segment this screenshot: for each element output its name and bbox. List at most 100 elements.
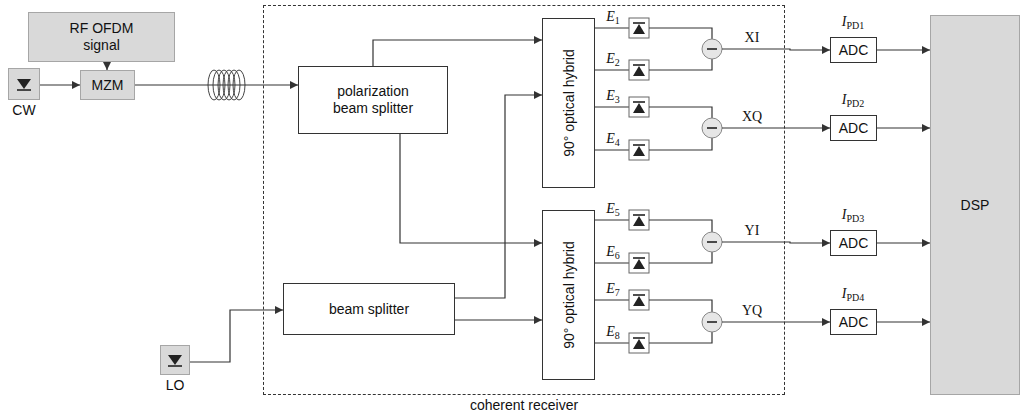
signal-arrow — [400, 134, 542, 243]
laser-icon — [161, 346, 189, 374]
subtractor — [702, 312, 830, 332]
diode-bar — [633, 22, 645, 24]
signal-arrow — [373, 40, 542, 66]
wire — [649, 300, 712, 312]
signal-arrow — [40, 84, 80, 85]
modulator-box: MZM — [80, 70, 135, 100]
diode-triangle — [633, 339, 645, 349]
diode-triangle — [633, 24, 645, 34]
symbol-letter: I — [842, 286, 847, 301]
subtractor-circle — [702, 39, 722, 59]
symbol-subscript: PD4 — [846, 292, 864, 303]
subtractor-circle — [702, 118, 722, 138]
node-label: DSP — [961, 197, 990, 214]
wire — [595, 299, 632, 300]
wire — [595, 149, 632, 150]
node-label: 90° optical hybrid — [560, 241, 577, 349]
adc-box: ADC — [830, 309, 877, 335]
wire — [649, 220, 712, 232]
diode-triangle — [633, 66, 645, 76]
signal-arrow — [190, 310, 283, 362]
minus-sign — [707, 321, 717, 323]
signal-name: E2 — [606, 51, 620, 68]
channel-name: YI — [745, 223, 760, 239]
diode-triangle — [633, 216, 645, 226]
signal-wire — [722, 49, 830, 50]
diode-bar — [168, 365, 182, 367]
node-label: ADC — [839, 42, 869, 59]
symbol-letter: I — [842, 207, 847, 222]
wire — [595, 262, 632, 263]
adc-box: ADC — [830, 230, 877, 256]
node-caption: CW — [12, 102, 35, 119]
wire — [649, 28, 712, 39]
photodiode-frame — [629, 18, 649, 38]
receiver-frame: polarization beam splitter 90° optical hy… — [263, 5, 785, 395]
diode-bar — [633, 101, 645, 103]
signal-name: E1 — [606, 9, 620, 26]
signal-arrow — [877, 127, 930, 128]
photodiode — [595, 252, 712, 273]
photodiode — [595, 138, 712, 160]
node-label: ADC — [839, 314, 869, 331]
symbol-subscript: PD2 — [846, 98, 864, 109]
symbol-subscript: PD1 — [846, 20, 864, 31]
signal-name: E8 — [606, 324, 620, 341]
symbol-subscript: PD3 — [846, 213, 864, 224]
signal-name: IPD2 — [842, 92, 864, 109]
symbol-subscript: 5 — [615, 207, 620, 218]
diode-bar — [633, 257, 645, 259]
wire — [595, 342, 632, 343]
wire — [649, 59, 712, 70]
processor-box: DSP — [930, 15, 1020, 395]
photodiode-frame — [629, 290, 649, 310]
subtractor-circle — [702, 312, 722, 332]
diode-triangle — [633, 259, 645, 269]
subtractor — [702, 39, 830, 59]
node-label: MZM — [92, 77, 124, 94]
diode-bar — [633, 214, 645, 216]
signal-wire — [722, 321, 830, 322]
symbol-letter: E — [606, 201, 615, 216]
signal-wire — [722, 127, 830, 128]
symbol-letter: E — [606, 9, 615, 24]
symbol-subscript: 6 — [615, 250, 620, 261]
photodiode-frame — [629, 97, 649, 117]
signal-name: IPD4 — [842, 286, 864, 303]
wire — [649, 107, 712, 118]
symbol-letter: E — [606, 51, 615, 66]
photodiode — [595, 290, 712, 312]
splitter-box: polarization beam splitter — [298, 66, 448, 134]
photodiode-frame — [629, 140, 649, 160]
hybrid-box: 90° optical hybrid — [542, 210, 595, 380]
diode-bar — [633, 144, 645, 146]
splitter-box: beam splitter — [283, 283, 455, 335]
node-label: RF OFDM signal — [62, 20, 142, 54]
hybrid-box: 90° optical hybrid — [542, 18, 595, 188]
symbol-subscript: 3 — [615, 94, 620, 105]
laser-icon — [9, 69, 39, 99]
signal-name: E7 — [606, 281, 620, 298]
node-label: ADC — [839, 235, 869, 252]
signal-arrow — [877, 242, 930, 243]
subtractor — [702, 118, 830, 138]
wire — [649, 332, 712, 343]
wire — [649, 252, 712, 263]
channel-name: XQ — [742, 109, 762, 125]
adc-box: ADC — [830, 115, 877, 141]
photodiode — [595, 210, 712, 232]
diode-triangle — [633, 146, 645, 156]
wire — [595, 69, 632, 70]
symbol-subscript: 8 — [615, 330, 620, 341]
node-label: polarization beam splitter — [318, 83, 428, 117]
signal-arrow — [877, 49, 930, 50]
signal-arrow — [455, 319, 542, 320]
photodiode — [595, 18, 712, 39]
signal-name: E4 — [606, 131, 620, 148]
laser-box: LO — [160, 345, 190, 375]
symbol-letter: E — [606, 88, 615, 103]
channel-name: XI — [745, 30, 760, 46]
adc-box: ADC — [830, 37, 877, 63]
signal-arrow — [455, 95, 542, 298]
